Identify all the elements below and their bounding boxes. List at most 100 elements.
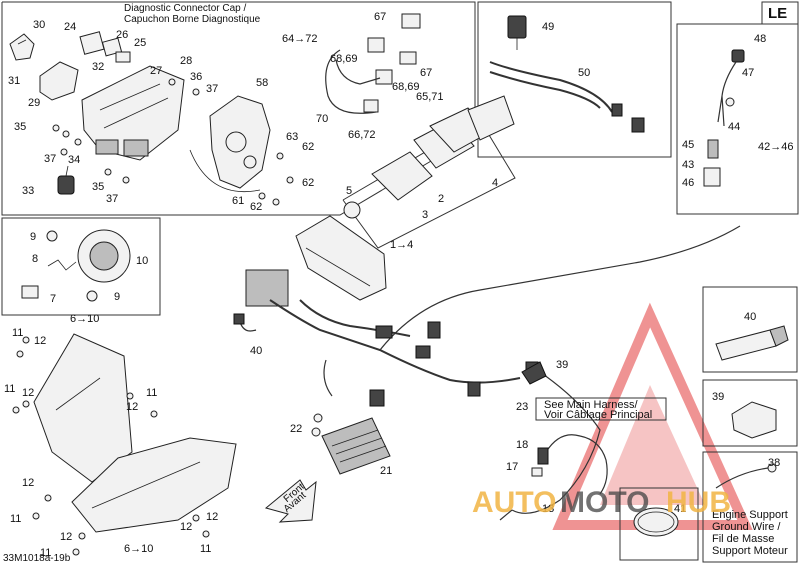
bulb-panel-parts: [21, 229, 131, 302]
callout-1-4: 1→4: [390, 239, 413, 251]
actuator-58: [189, 95, 271, 192]
diagnostic-cap-30: [9, 33, 35, 61]
callout-9-b: 9: [114, 291, 120, 303]
callout-31: 31: [8, 75, 20, 87]
gauge-cluster-1-4: [295, 215, 387, 301]
callout-6-10-b: 6→10: [124, 543, 153, 555]
callout-6-10-a: 6→10: [70, 313, 99, 325]
callout-11-c: 11: [146, 387, 157, 399]
callout-21: 21: [380, 465, 392, 477]
watermark-moto: MOTO: [560, 486, 649, 519]
bracket-29: [39, 61, 79, 101]
watermark-hub: HUB: [666, 486, 731, 519]
sealant-40: [715, 325, 789, 361]
rectifier-21: [321, 417, 391, 475]
callout-11-e: 11: [200, 543, 211, 555]
panel-38: [702, 451, 798, 563]
headlight-fasteners: [12, 336, 210, 556]
callout-70: 70: [316, 113, 328, 125]
callout-12-c: 12: [126, 401, 138, 413]
callout-27: 27: [150, 65, 162, 77]
callout-18: 18: [516, 439, 528, 451]
callout-11-d: 11: [10, 513, 21, 525]
ground-note-4: Support Moteur: [712, 545, 788, 557]
callout-61: 61: [232, 195, 244, 207]
callout-29: 29: [28, 97, 40, 109]
panel-le-kit: [676, 1, 799, 215]
callout-10: 10: [136, 255, 148, 267]
callout-4: 4: [492, 177, 498, 189]
panel-49-50: [477, 1, 672, 158]
callout-48: 48: [754, 33, 766, 45]
diagram-code: 33M1018a-19b: [3, 553, 71, 564]
callout-49: 49: [542, 21, 554, 33]
ground-wire-38: [715, 463, 777, 489]
headlight-upper: [33, 333, 133, 483]
callout-67-b: 67: [420, 67, 432, 79]
callout-35-a: 35: [14, 121, 26, 133]
callout-37-a: 37: [206, 83, 218, 95]
callout-42-46: 42→46: [758, 141, 793, 153]
relay-harness-64-72: [325, 13, 421, 114]
callout-12-f: 12: [60, 531, 72, 543]
main-harness-note-en: See Main Harness/: [544, 399, 638, 411]
grommets-22: [311, 413, 323, 437]
diag-cap-note-fr: Capuchon Borne Diagnostique: [124, 14, 261, 25]
callout-66-72: 66,72: [348, 129, 376, 141]
callout-63: 63: [286, 131, 298, 143]
callout-40-a: 40: [250, 345, 262, 357]
callout-7: 7: [50, 293, 56, 305]
callout-37-b: 37: [44, 153, 56, 165]
callout-23: 23: [516, 401, 528, 413]
callout-46: 46: [682, 177, 694, 189]
callout-12-e: 12: [206, 511, 218, 523]
callout-17: 17: [506, 461, 518, 473]
front-arrow: [264, 479, 317, 523]
callout-32: 32: [92, 61, 104, 73]
callout-62-c: 62: [302, 177, 314, 189]
callout-12-b: 12: [22, 387, 34, 399]
callout-35-b: 35: [92, 181, 104, 193]
callout-12-g: 12: [180, 521, 192, 533]
callout-50: 50: [578, 67, 590, 79]
callout-24: 24: [64, 21, 76, 33]
callout-38: 38: [768, 457, 780, 469]
callout-39-b: 39: [712, 391, 724, 403]
callout-36: 36: [190, 71, 202, 83]
callout-11-b: 11: [4, 383, 15, 395]
callout-68-69-b: 68,69: [392, 81, 420, 93]
callout-47: 47: [742, 67, 754, 79]
callout-64-72: 64→72: [282, 33, 317, 45]
ring-41: [633, 507, 679, 537]
panel-39: [702, 379, 798, 447]
callout-44: 44: [728, 121, 740, 133]
callout-65-71: 65,71: [416, 91, 444, 103]
callout-62-b: 62: [250, 201, 262, 213]
watermark-auto: AUTO: [472, 486, 556, 519]
diag-cap-note-en: Diagnostic Connector Cap /: [124, 3, 247, 14]
callout-3: 3: [422, 209, 428, 221]
ground-note-1: Engine Support: [712, 509, 788, 521]
callout-67-a: 67: [374, 11, 386, 23]
gauge-parts: [343, 95, 515, 219]
le-kit-parts: [703, 49, 745, 187]
bolts-61-63: [258, 152, 294, 206]
bolts-35-37: [52, 78, 200, 184]
panel-headlight-bulb: [1, 217, 161, 316]
callout-62-a: 62: [302, 141, 314, 153]
callout-11-a: 11: [12, 327, 23, 339]
callout-37-c: 37: [106, 193, 118, 205]
ground-note-2: Ground Wire /: [712, 521, 781, 533]
ground-note-3: Fil de Masse: [712, 533, 774, 545]
headlight-lower: [71, 437, 237, 533]
connector-34: [95, 139, 149, 157]
callout-68-69-a: 68,69: [330, 53, 358, 65]
sensor-33: [57, 165, 75, 195]
panel-41: [619, 487, 699, 561]
callout-2: 2: [438, 193, 444, 205]
callout-40-b: 40: [744, 311, 756, 323]
callout-26: 26: [116, 29, 128, 41]
callout-12-a: 12: [34, 335, 46, 347]
watermark-text: AUTO MOTO HUB: [472, 486, 731, 519]
